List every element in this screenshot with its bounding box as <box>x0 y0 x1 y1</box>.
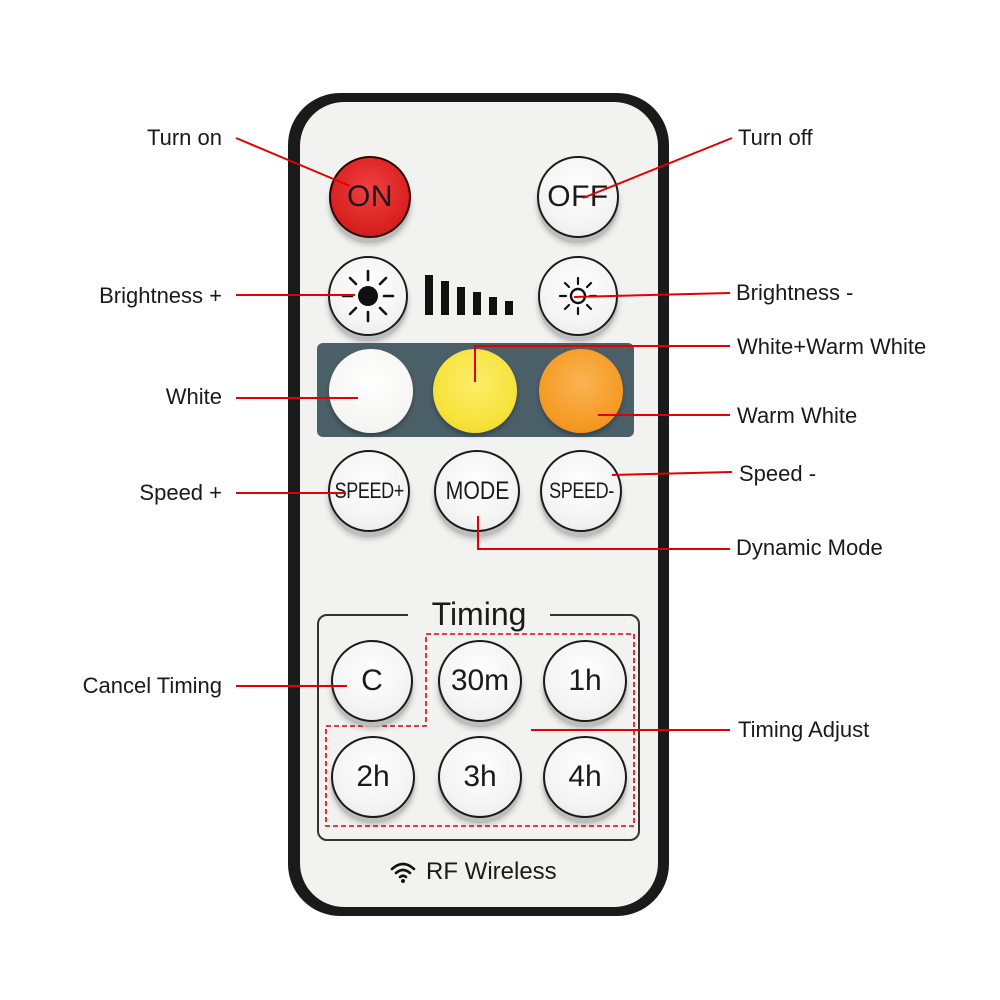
label-warm-white: Warm White <box>737 403 858 428</box>
label-white-warm-white: White+Warm White <box>737 334 927 359</box>
wifi-signal-icon <box>390 862 416 883</box>
brightness-plus-button[interactable] <box>328 256 408 336</box>
timer-4h-button[interactable]: 4h <box>543 736 627 818</box>
sun-small-icon <box>558 276 598 316</box>
timer-2h-button[interactable]: 2h <box>331 736 415 818</box>
speed-minus-button[interactable]: SPEED- <box>540 450 622 532</box>
on-button-label: ON <box>347 180 393 213</box>
cancel-timing-label: C <box>361 664 383 697</box>
timer-1h-button[interactable]: 1h <box>543 640 627 722</box>
speed-minus-label: SPEED- <box>548 478 614 503</box>
timer-30m-button[interactable]: 30m <box>438 640 522 722</box>
label-speed-minus: Speed - <box>739 461 817 486</box>
rf-wireless-footer: RF Wireless <box>390 856 590 888</box>
warm-white-button[interactable] <box>539 349 623 433</box>
timer-1h-label: 1h <box>568 664 602 697</box>
timer-4h-label: 4h <box>568 760 602 793</box>
brightness-minus-button[interactable] <box>538 256 618 336</box>
label-timing-adjust: Timing Adjust <box>738 717 870 742</box>
timer-3h-button[interactable]: 3h <box>438 736 522 818</box>
timer-3h-label: 3h <box>463 760 497 793</box>
speed-plus-button[interactable]: SPEED+ <box>328 450 410 532</box>
label-cancel-timing: Cancel Timing <box>82 673 222 698</box>
speed-plus-label: SPEED+ <box>334 478 404 503</box>
off-button-label: OFF <box>547 180 609 213</box>
rf-wireless-text: RF Wireless <box>426 858 557 885</box>
label-speed-plus: Speed + <box>139 480 222 505</box>
mode-label: MODE <box>445 476 509 505</box>
mode-button[interactable]: MODE <box>434 450 520 532</box>
label-turn-on: Turn on <box>146 125 222 150</box>
timer-30m-label: 30m <box>450 664 510 697</box>
label-brightness-plus: Brightness + <box>99 283 222 308</box>
timing-title: Timing <box>408 594 550 634</box>
label-turn-off: Turn off <box>738 125 813 150</box>
off-button[interactable]: OFF <box>537 156 619 238</box>
sun-large-icon <box>341 269 395 323</box>
timer-2h-label: 2h <box>356 760 390 793</box>
label-brightness-minus: Brightness - <box>736 280 854 305</box>
on-button[interactable]: ON <box>329 156 411 238</box>
white-button[interactable] <box>329 349 413 433</box>
label-white: White <box>165 384 222 409</box>
label-dynamic-mode: Dynamic Mode <box>736 535 883 560</box>
white-warm-white-button[interactable] <box>433 349 517 433</box>
cancel-timing-button[interactable]: C <box>331 640 413 722</box>
